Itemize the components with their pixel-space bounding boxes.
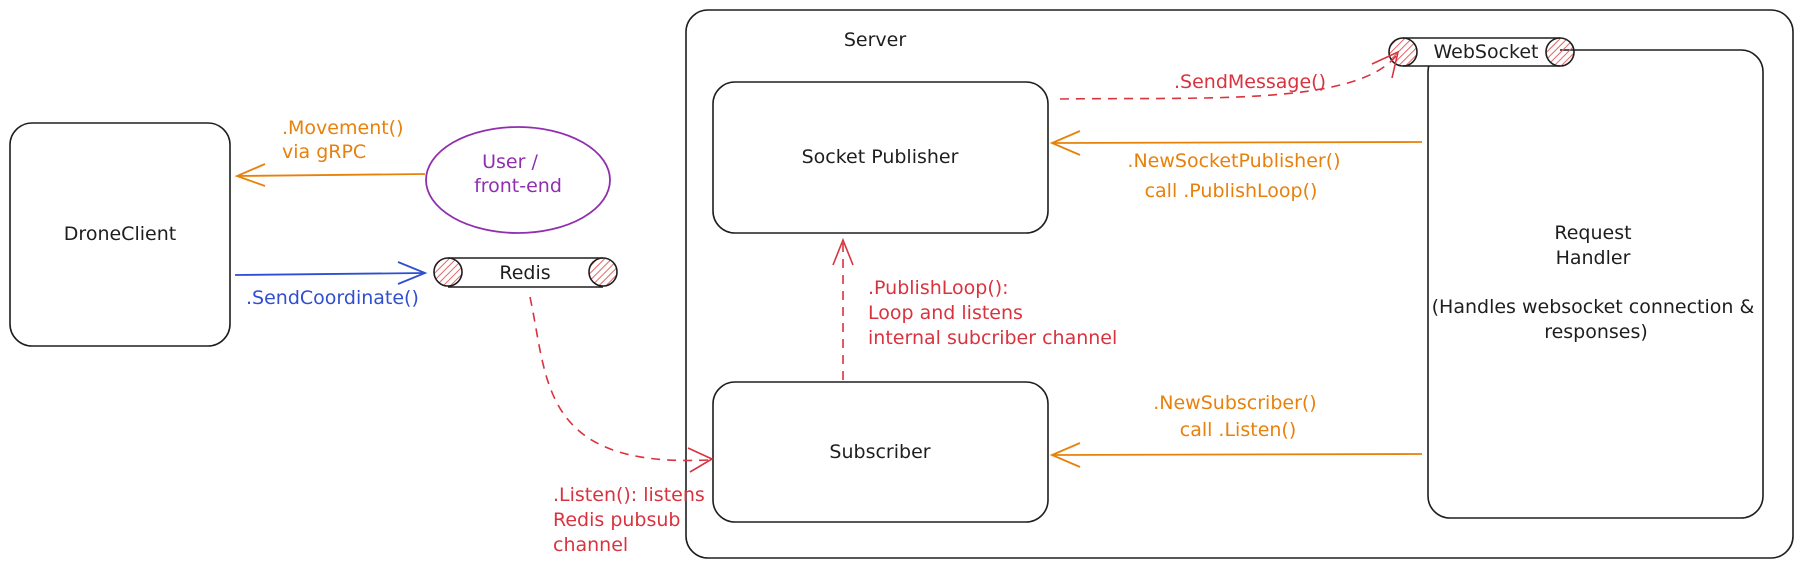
user-frontend-node — [425, 126, 611, 234]
publish-loop-label-line1: .PublishLoop(): — [868, 277, 1009, 299]
subscriber-box — [712, 381, 1049, 523]
send-message-label: .SendMessage() — [1174, 71, 1326, 93]
svg-text:Request Handler (Handl: Request Handler (Handles websocket conne… — [1432, 222, 1761, 343]
redis-left-cap — [433, 257, 463, 287]
send-coordinate-arrow — [234, 261, 428, 285]
listen-label-line2: Redis pubsub — [553, 509, 680, 531]
send-message-arrow — [1059, 50, 1400, 100]
new-subscriber-arrow — [1049, 442, 1423, 468]
publish-loop-label-line3: internal subcriber channel — [868, 327, 1117, 349]
svg-text:User / front-end: User / front-end — [474, 151, 562, 197]
websocket-right-cap — [1545, 37, 1575, 67]
svg-text:.PublishLoop(): Loop and l: .PublishLoop(): Loop and listens interna… — [868, 277, 1117, 349]
movement-label-line1: .Movement() — [282, 117, 404, 139]
websocket-node: WebSocket — [1388, 37, 1575, 67]
svg-text:.NewSubscriber() call .Lis: .NewSubscriber() call .Listen() — [1153, 392, 1323, 441]
listen-label-line3: channel — [553, 534, 628, 556]
request-handler-label-line1: Request — [1554, 222, 1631, 244]
websocket-label: WebSocket — [1433, 41, 1538, 63]
socket-publisher-box — [712, 81, 1049, 234]
user-frontend-label-line2: front-end — [474, 175, 562, 197]
movement-arrow — [234, 163, 426, 187]
send-coordinate-label: .SendCoordinate() — [246, 287, 419, 309]
server-container — [685, 9, 1794, 559]
publish-loop-label-line2: Loop and listens — [868, 302, 1023, 324]
svg-text:.NewSocketPublisher() call: .NewSocketPublisher() call .PublishLoop(… — [1127, 150, 1346, 202]
new-socket-publisher-label-line2: call .PublishLoop() — [1145, 180, 1318, 202]
drone-client-box — [9, 122, 231, 347]
listen-label-line1: .Listen(): listens — [553, 484, 705, 506]
drone-client-label: DroneClient — [64, 223, 176, 245]
new-socket-publisher-arrow — [1049, 130, 1423, 156]
redis-node: Redis — [433, 257, 618, 288]
new-subscriber-label-line1: .NewSubscriber() — [1153, 392, 1316, 414]
socket-publisher-label: Socket Publisher — [802, 146, 959, 168]
new-subscriber-label-line2: call .Listen() — [1180, 419, 1297, 441]
movement-label-line2: via gRPC — [282, 141, 366, 163]
new-socket-publisher-label-line1: .NewSocketPublisher() — [1127, 150, 1340, 172]
redis-label: Redis — [499, 262, 550, 284]
user-frontend-label-line1: User / — [482, 151, 538, 173]
request-handler-label-line2: Handler — [1556, 247, 1631, 269]
server-label: Server — [844, 29, 906, 51]
websocket-left-cap — [1388, 37, 1418, 67]
redis-right-cap — [588, 257, 618, 287]
request-handler-label-line4: responses) — [1544, 321, 1648, 343]
listen-arrow — [529, 296, 714, 473]
svg-text:.Movement() via gRPC: .Movement() via gRPC — [282, 117, 410, 163]
request-handler-box — [1427, 49, 1764, 519]
svg-text:.Listen(): listens Redis p: .Listen(): listens Redis pubsub channel — [553, 484, 711, 556]
request-handler-label-line3: (Handles websocket connection & — [1432, 296, 1755, 318]
publish-loop-arrow — [832, 237, 854, 380]
subscriber-label: Subscriber — [829, 441, 930, 463]
